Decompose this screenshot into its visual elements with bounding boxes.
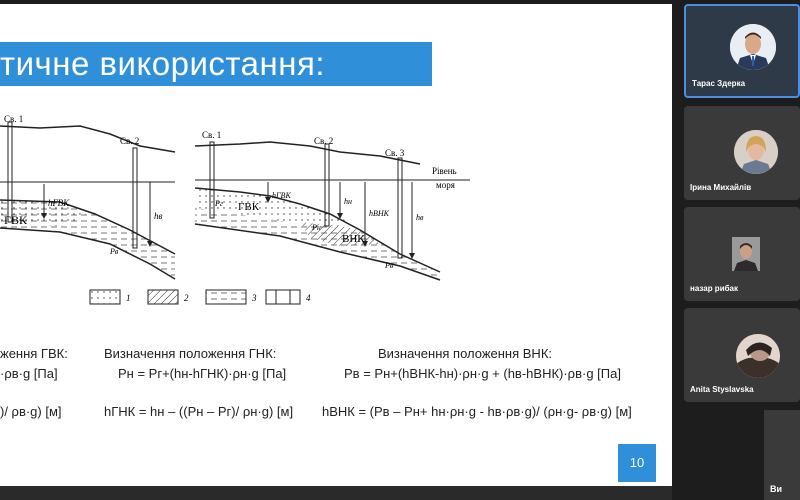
svg-text:hн: hн <box>344 197 352 206</box>
well-label: Св. 1 <box>202 130 221 140</box>
participant-tile[interactable]: Anita Styslavska <box>684 308 800 402</box>
slide-page-number: 10 <box>618 444 656 482</box>
well-label: Св. 3 <box>385 148 405 158</box>
svg-text:hГВК: hГВК <box>48 198 70 208</box>
participant-tile[interactable]: назар рибак <box>684 207 800 301</box>
participant-name: Ви <box>770 484 783 494</box>
legend-label: 3 <box>251 293 257 303</box>
formula-col3-head: Визначення положення ВНК: <box>378 346 553 361</box>
legend-label: 1 <box>126 293 131 303</box>
participant-avatar <box>734 130 778 174</box>
svg-text:hв: hв <box>154 211 163 221</box>
svg-text:Pв: Pв <box>109 247 119 256</box>
participant-name: Ірина Михайлів <box>690 183 752 192</box>
formula-col3-line2: hВНК = (Pв – Pн+ hн·ρн·g - hв·ρв·g)/ (ρн… <box>322 404 632 419</box>
diagram-legend: 1 2 3 4 <box>89 289 311 305</box>
participant-name: назар рибак <box>690 284 739 293</box>
formula-col3-line1: Pв = Pн+(hВНК-hн)·ρн·g + (hв-hВНК)·ρв·g … <box>344 366 621 381</box>
well-label: Св. 2 <box>120 136 139 146</box>
well-label: Св. 2 <box>314 136 333 146</box>
participant-name: Тарас Здерка <box>692 79 746 88</box>
formula-col1-line2: )/ ρв·g) [м] <box>0 404 62 419</box>
svg-text:hв: hв <box>416 213 424 222</box>
svg-text:hГВК: hГВК <box>272 191 291 200</box>
formula-col2-line2: hГНК = hн – ((Pн – Pг)/ ρн·g) [м] <box>104 404 294 419</box>
sea-level-label: Рівень <box>432 166 457 176</box>
svg-text:Pн: Pн <box>311 223 321 232</box>
slide-title: тичне використання: <box>0 42 432 86</box>
zone-label-vnk: ВНК <box>342 233 365 245</box>
participant-tile[interactable]: Тарас Здерка <box>684 4 800 98</box>
self-view-tile[interactable]: Ви <box>764 410 800 500</box>
svg-text:Pв: Pв <box>384 261 394 270</box>
legend-label: 4 <box>306 293 311 303</box>
geology-diagram: Св. 1 Св. 2 hГВК hв ГВК Pв Св. 1 Св. 2 <box>0 114 470 305</box>
well-label: Св. 1 <box>4 114 23 124</box>
participant-tile[interactable]: Ірина Михайлів <box>684 106 800 200</box>
legend-label: 2 <box>184 293 189 303</box>
participant-name: Anita Styslavska <box>690 385 754 394</box>
sea-level-label: моря <box>436 180 455 190</box>
participant-avatar <box>736 334 780 378</box>
formula-col1-line1: ·ρв·g [Па] <box>0 366 58 381</box>
left-section: Св. 1 Св. 2 hГВК hв ГВК Pв <box>0 114 176 280</box>
presentation-slide: тичне використання: <box>0 4 672 486</box>
bottom-strip <box>0 486 672 500</box>
participant-avatar <box>732 237 760 271</box>
formula-col2-line1: Pн = Pг+(hн-hГНК)·ρн·g [Па] <box>118 366 287 381</box>
participant-avatar <box>730 24 776 70</box>
zone-label-gvk-right: ГВК <box>238 201 260 213</box>
right-section: Св. 1 Св. 2 Св. 3 Рівень моря hГВК hн hВ… <box>194 130 470 281</box>
formula-col1-head: ження ГВК: <box>0 346 68 361</box>
svg-text:Pг: Pг <box>214 199 223 208</box>
formula-col2-head: Визначення положення ГНК: <box>104 346 277 361</box>
zone-label-gvk: ГВК <box>4 213 28 227</box>
svg-text:hВНК: hВНК <box>369 209 390 218</box>
